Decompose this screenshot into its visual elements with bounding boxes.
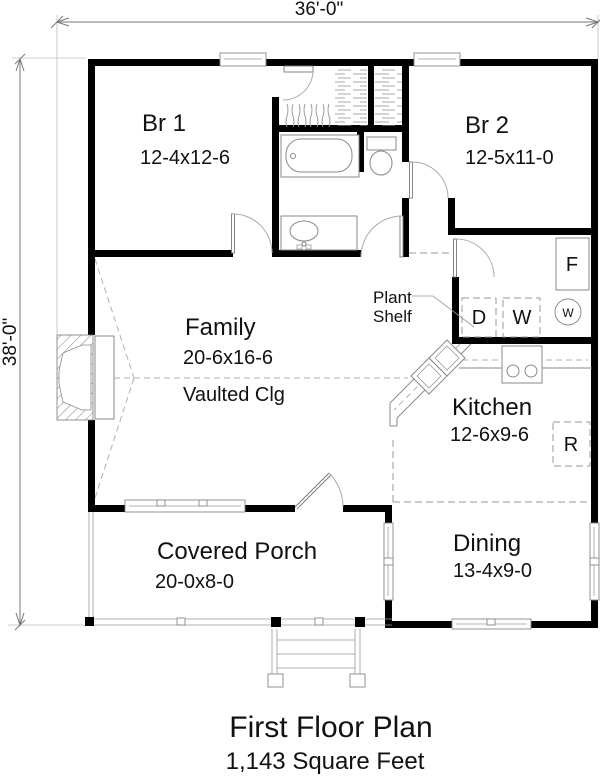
plant-shelf-label-line1: Plant	[373, 288, 412, 307]
porch-size: 20-0x8-0	[155, 571, 234, 593]
closet-door	[282, 65, 314, 101]
br2-door	[409, 161, 449, 199]
dimension-left: 38'-0"	[0, 53, 86, 631]
closet-hanging-rod	[285, 103, 331, 128]
fireplace	[56, 334, 115, 421]
dryer-label: D	[472, 307, 486, 329]
porch-baluster	[314, 617, 324, 626]
kitchen-name: Kitchen	[452, 394, 532, 421]
plant-shelf-annotation: Plant Shelf	[373, 288, 475, 328]
porch-label: Covered Porch 20-0x8-0	[155, 538, 317, 593]
porch-baluster	[176, 617, 186, 626]
water-heater-label: W	[562, 306, 574, 320]
dimension-top: 36'-0"	[50, 0, 600, 334]
overall-depth-label: 38'-0"	[0, 318, 21, 366]
kitchen-label: Kitchen 12-6x9-6	[450, 394, 532, 446]
br2-window	[413, 52, 461, 67]
family-name: Family	[185, 314, 256, 341]
br1-window	[219, 52, 267, 67]
bath-door	[360, 215, 404, 258]
water-heater: W	[554, 298, 582, 326]
front-door	[294, 472, 344, 510]
br1-name: Br 1	[142, 110, 186, 137]
freezer-label: F	[566, 254, 578, 276]
kitchen-sink	[410, 339, 466, 395]
doors	[231, 65, 495, 510]
plan-title: First Floor Plan	[229, 711, 432, 744]
bath-vanity	[280, 215, 358, 251]
plant-shelf-label-line2: Shelf	[373, 307, 412, 326]
porch-steps	[267, 629, 366, 688]
dining-label: Dining 13-4x9-0	[453, 530, 532, 582]
br2-name: Br 2	[465, 112, 509, 139]
toilet	[366, 136, 397, 176]
porch-post	[355, 617, 365, 627]
br1-size: 12-4x12-6	[140, 147, 230, 169]
dining-east-window	[589, 522, 600, 601]
interior-walls	[94, 66, 598, 344]
family-size: 20-6x16-6	[183, 347, 273, 369]
bedroom-2-label: Br 2 12-5x11-0	[465, 112, 554, 169]
range	[501, 345, 543, 384]
open-plan-boundaries	[392, 252, 592, 503]
bedroom-1-label: Br 1 12-4x12-6	[140, 110, 230, 169]
freezer: F	[555, 237, 590, 291]
porch-post	[271, 617, 281, 627]
family-label: Family 20-6x16-6 Vaulted Clg	[183, 314, 285, 406]
step-newel	[349, 673, 366, 688]
porch-name: Covered Porch	[157, 538, 317, 565]
dining-name: Dining	[453, 530, 521, 557]
dining-south-window	[451, 618, 532, 630]
family-window	[124, 499, 246, 513]
windows	[124, 52, 600, 630]
overall-width-label: 36'-0"	[295, 0, 343, 20]
dryer: D	[461, 297, 497, 338]
firebox	[58, 344, 92, 411]
closet-shelves-left	[335, 68, 367, 126]
dining-west-window	[383, 522, 394, 601]
refrigerator: R	[552, 421, 591, 467]
br2-size: 12-5x11-0	[465, 147, 554, 169]
step-newel	[267, 673, 284, 688]
room-labels: Br 1 12-4x12-6 Br 2 12-5x11-0 Family 20-…	[140, 110, 554, 593]
utility-door	[453, 238, 495, 278]
kitchen-fixtures: R	[389, 339, 592, 467]
closet-shelves-right	[375, 68, 402, 126]
br1-door	[231, 213, 273, 254]
washer-label: W	[513, 307, 532, 329]
utility-room: F D W W	[461, 237, 590, 338]
bathtub	[280, 134, 360, 178]
bathroom	[280, 134, 397, 251]
plan-subtitle: 1,143 Square Feet	[226, 748, 425, 775]
footer: First Floor Plan 1,143 Square Feet	[226, 711, 433, 775]
kitchen-size: 12-6x9-6	[450, 424, 529, 446]
family-ceiling: Vaulted Clg	[183, 384, 285, 406]
washer: W	[502, 297, 541, 338]
ceiling-ridge-lines	[94, 258, 408, 499]
porch	[85, 512, 392, 688]
refrigerator-label: R	[564, 434, 578, 456]
exterior-walls	[88, 59, 598, 628]
dining-size: 13-4x9-0	[453, 560, 532, 582]
closets	[285, 68, 402, 128]
porch-post	[85, 617, 94, 626]
